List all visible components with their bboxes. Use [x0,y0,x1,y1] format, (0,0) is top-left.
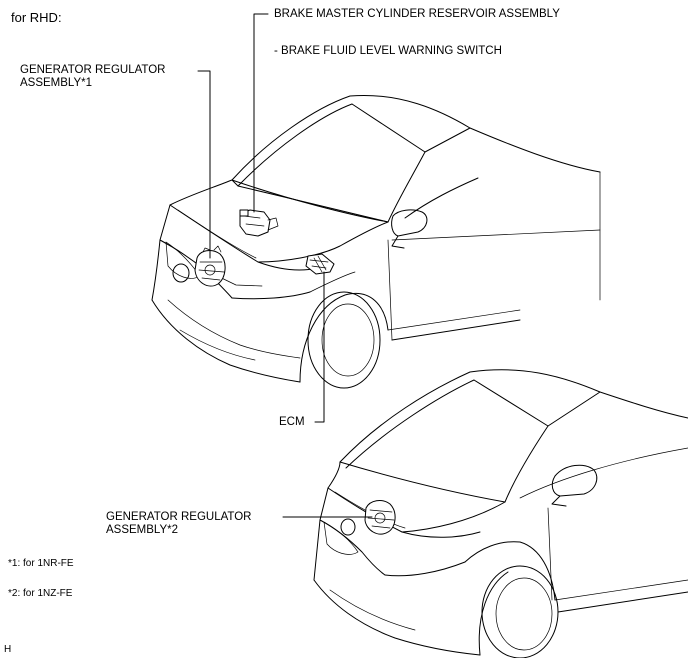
brake-switch-label: - BRAKE FLUID LEVEL WARNING SWITCH [274,45,502,57]
generator-regulator-1-label-line2: ASSEMBLY*1 [20,77,93,89]
generator-regulator-1-label-line1: GENERATOR REGULATOR [20,64,166,76]
figure-code: H [4,644,12,655]
generator-regulator-1-component [194,245,226,287]
generator-regulator-2-label-line1: GENERATOR REGULATOR [106,511,252,523]
lower-vehicle-outline [313,369,688,658]
brake-reservoir-label: BRAKE MASTER CYLINDER RESERVOIR ASSEMBLY [274,8,560,20]
generator-regulator-2-label-line2: ASSEMBLY*2 [106,524,179,536]
generator-regulator-2-component [364,500,396,535]
note-1nz-fe: *2: for 1NZ-FE [8,588,73,599]
ecm-component [305,253,335,275]
ecm-label: ECM [279,416,305,428]
page-title: for RHD: [11,10,62,25]
brake-reservoir-component [239,209,279,237]
upper-vehicle-outline [151,94,601,389]
upper-leader-lines [197,13,325,423]
note-1nr-fe: *1: for 1NR-FE [8,558,74,569]
